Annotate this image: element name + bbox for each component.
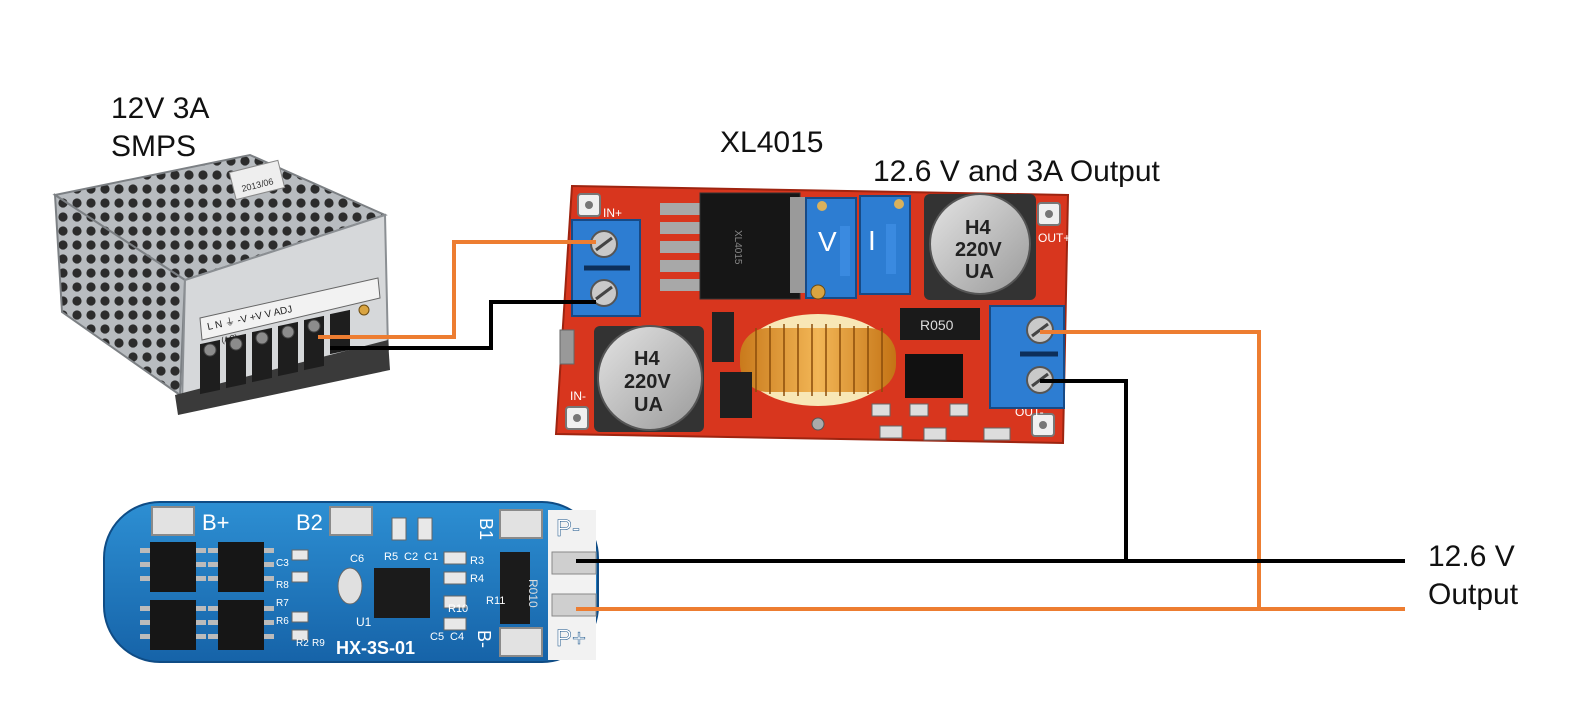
wire-smps-negative <box>330 300 596 350</box>
bms-silk-r7: R7 <box>276 598 289 609</box>
xl4015-ic: XL4015 <box>660 192 808 300</box>
xl-capacitor-input: H4 220V UA <box>594 325 704 432</box>
svg-text:H4: H4 <box>965 217 991 239</box>
bms-silk-c4: C4 <box>450 631 464 643</box>
svg-text:XL4015: XL4015 <box>732 230 743 265</box>
bms-silk-r6: R6 <box>276 616 289 627</box>
pot-current: I <box>859 195 911 295</box>
bms-silk-r10: R10 <box>448 603 468 615</box>
bms-silk-r4: R4 <box>470 573 484 585</box>
bms-silk-c6: C6 <box>350 553 364 565</box>
bms-silk-r2: R2 <box>296 638 309 649</box>
bms-pad-b2: B2 <box>296 510 323 535</box>
svg-text:H4: H4 <box>634 348 660 370</box>
xl-silk-in-plus: IN+ <box>603 206 622 220</box>
bms-shunt-label: R010 <box>526 579 540 608</box>
svg-text:220V: 220V <box>624 371 671 393</box>
xl4015-label: XL4015 <box>720 126 824 159</box>
bms-pad-b-plus: B+ <box>202 510 230 535</box>
pot-i-label: I <box>868 225 876 256</box>
xl-capacitor-output: H4 220V UA <box>924 193 1036 300</box>
smps-power-supply: 2013/06 L N ⏚ -V +V V ADJ (AC) <box>52 153 390 415</box>
xl-inductor <box>740 284 896 431</box>
bms-silk-c5: C5 <box>430 631 444 643</box>
pot-v-label: V <box>818 226 837 257</box>
bms-model-label: HX-3S-01 <box>336 638 415 658</box>
smps-label: 12V 3A SMPS <box>111 92 210 163</box>
xl-shunt-resistor: R050 <box>920 317 954 333</box>
xl4015-buck-converter: IN+ IN- OUT+ OUT- XL4015 <box>554 184 1070 445</box>
xl4015-output-label: 12.6 V and 3A Output <box>873 155 1160 188</box>
final-output-label: 12.6 V Output <box>1428 540 1519 611</box>
bms-silk-r5: R5 <box>384 551 398 563</box>
bms-silk-r11: R11 <box>486 595 505 607</box>
bms-3s-board: B+ B2 B1 B- P- P+ HX-3S-01 U1 <box>103 501 599 663</box>
bms-silk-r3: R3 <box>470 555 484 567</box>
bms-pad-p-plus: P+ <box>556 625 586 652</box>
bms-pad-b-minus: B- <box>474 630 494 648</box>
bms-pad-b1: B1 <box>476 518 496 540</box>
bms-silk-r8: R8 <box>276 580 289 591</box>
svg-text:220V: 220V <box>955 239 1002 261</box>
bms-silk-c1: C1 <box>424 551 438 563</box>
pot-voltage: V <box>805 197 857 299</box>
svg-text:UA: UA <box>634 394 663 416</box>
bms-silk-c2: C2 <box>404 551 418 563</box>
xl-silk-out-plus: OUT+ <box>1038 231 1070 245</box>
bms-chip-label: U1 <box>356 615 372 629</box>
wire-smps-positive <box>318 240 596 339</box>
wire-xl-output-positive <box>1040 330 1261 609</box>
bms-silk-r9: R9 <box>312 638 325 649</box>
xl-output-terminal <box>989 305 1065 409</box>
xl-silk-in-minus: IN- <box>570 389 586 403</box>
bms-pad-p-minus: P- <box>556 515 580 542</box>
wire-xl-output-negative <box>1040 379 1128 561</box>
svg-text:UA: UA <box>965 261 994 283</box>
bms-silk-c3: C3 <box>276 558 289 569</box>
